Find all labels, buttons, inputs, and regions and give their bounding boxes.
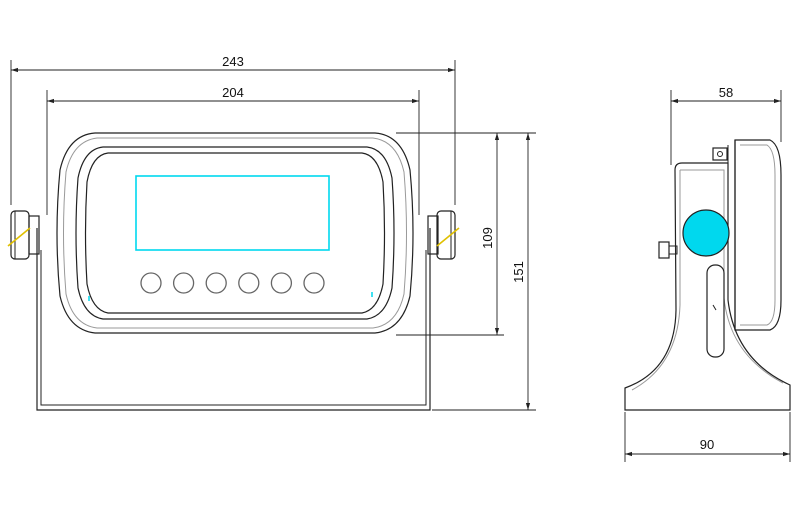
- front-housing-inner-1: [63, 137, 407, 329]
- dim-label-109: 109: [480, 227, 495, 249]
- dimension-base-depth: 90: [624, 412, 791, 462]
- left-knob: [7, 210, 40, 260]
- dim-label-90: 90: [700, 437, 714, 452]
- front-face: [84, 152, 386, 314]
- dimension-side-depth: 58: [670, 85, 782, 165]
- keypad-button-5: [270, 272, 293, 294]
- dimension-overall-width: 243: [10, 54, 456, 205]
- stand-bracket: [36, 228, 431, 411]
- dim-label-204: 204: [222, 85, 244, 100]
- right-knob: [427, 210, 460, 260]
- side-housing: [734, 139, 782, 331]
- side-stand: [624, 162, 791, 411]
- button-row: [140, 272, 325, 294]
- front-housing-outer: [56, 132, 414, 334]
- keypad-button-2: [172, 272, 195, 294]
- side-view: 58 90: [624, 85, 791, 462]
- keypad-button-6: [303, 272, 325, 294]
- side-pivot-knob: [682, 209, 730, 257]
- side-slot: [706, 264, 725, 358]
- keypad-button-1: [140, 272, 162, 294]
- display-window: [135, 175, 330, 251]
- dimension-screen-height: 109: [396, 132, 504, 336]
- dim-label-151: 151: [511, 261, 526, 283]
- dimension-inner-width: 204: [46, 85, 420, 215]
- dimension-overall-height: 151: [410, 132, 536, 411]
- front-view: 243 204 109 151: [7, 54, 536, 411]
- front-bezel: [75, 146, 395, 320]
- keypad-button-3: [205, 272, 227, 294]
- dim-label-243: 243: [222, 54, 244, 69]
- keypad-button-4: [238, 272, 260, 294]
- dim-label-58: 58: [719, 85, 733, 100]
